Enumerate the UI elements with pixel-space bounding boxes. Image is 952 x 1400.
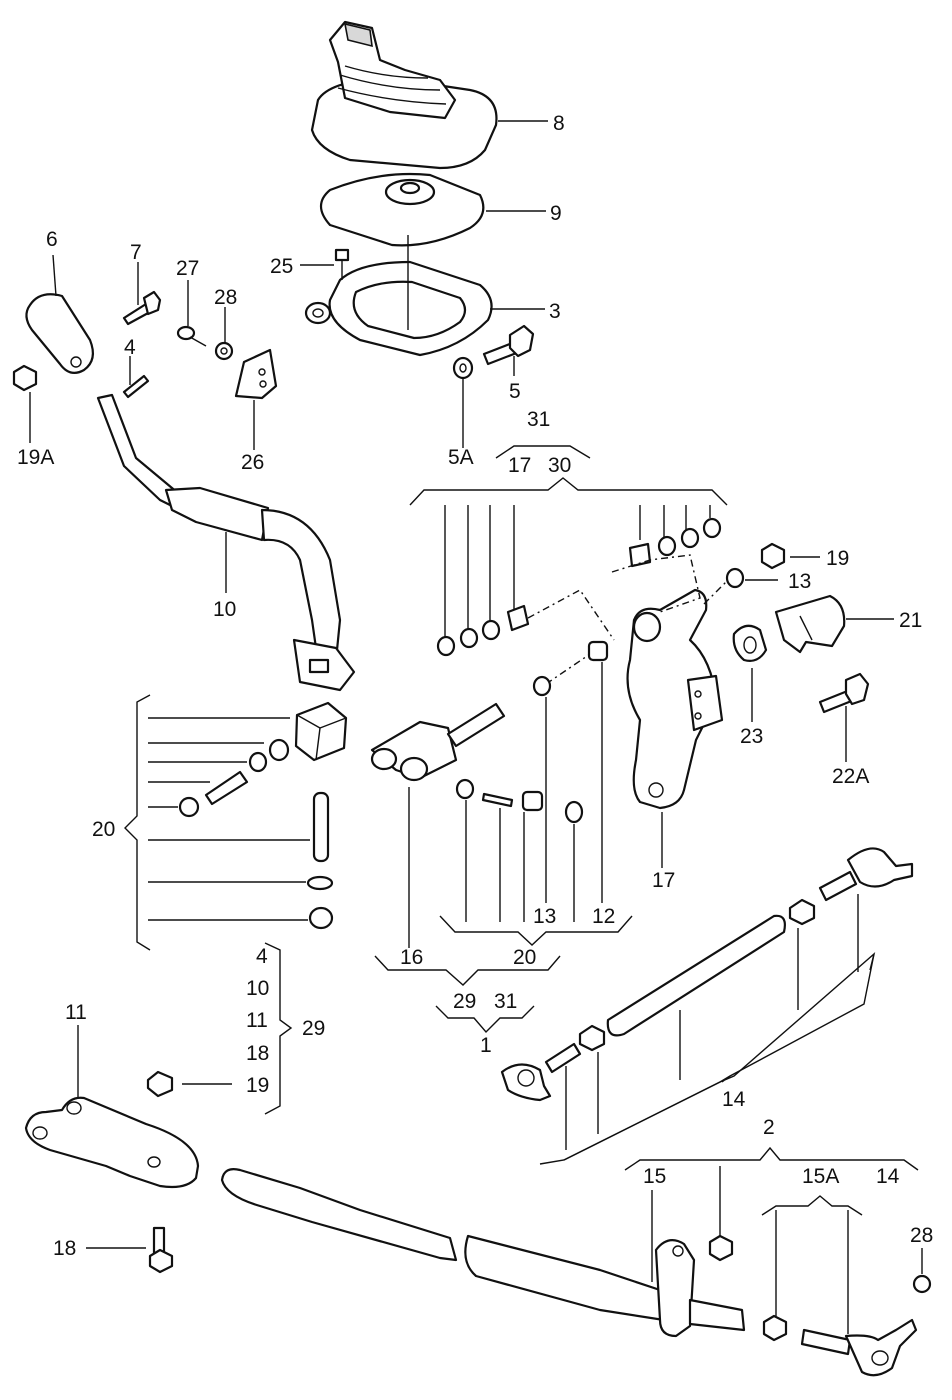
label-19c: 19: [246, 1074, 269, 1097]
shift-housing-part: [304, 235, 545, 357]
label-22a: 22A: [832, 765, 869, 788]
label-25: 25: [270, 255, 293, 278]
label-4a: 4: [124, 336, 136, 359]
nut-19b-part: [760, 542, 820, 570]
block-26-part: [234, 348, 278, 450]
label-10a: 10: [213, 598, 236, 621]
linkage-rod-14-part: [500, 847, 914, 1165]
label-19a: 19A: [17, 446, 54, 469]
bushing-kit-20b-part: [374, 662, 633, 1034]
nut-19a-part: [12, 364, 38, 443]
screw-27-part: [176, 280, 207, 347]
shift-boot-part: [310, 20, 548, 170]
bell-crank-11-part: [24, 1025, 200, 1189]
washer-stack-part: [409, 445, 731, 697]
bolt-25-part: [300, 248, 350, 280]
shift-bracket-17-part: [626, 588, 724, 868]
label-4b: 4: [256, 945, 268, 968]
bolt-18-part: [86, 1226, 174, 1274]
label-11b: 11: [65, 1001, 87, 1024]
label-21: 21: [899, 609, 922, 632]
group-29-part: [146, 942, 293, 1115]
label-30: 30: [548, 454, 571, 477]
label-5: 5: [509, 380, 521, 403]
label-28b: 28: [910, 1224, 933, 1247]
gasket-plate-part: [319, 172, 546, 247]
label-18a: 18: [246, 1042, 269, 1065]
pin-4-part: [122, 356, 150, 399]
label-28a: 28: [214, 286, 237, 309]
label-18b: 18: [53, 1237, 76, 1260]
washer-5a-part: [452, 356, 474, 448]
label-2: 2: [763, 1116, 775, 1139]
label-11a: 11: [246, 1009, 268, 1032]
clip-23-part: [732, 624, 768, 722]
label-9: 9: [550, 202, 562, 225]
label-13b: 13: [533, 905, 556, 928]
label-15a: 15A: [802, 1165, 839, 1188]
shift-lever-part: [96, 393, 356, 692]
label-17b: 17: [652, 869, 675, 892]
screw-7-part: [122, 262, 162, 326]
label-12: 12: [592, 905, 615, 928]
label-26: 26: [241, 451, 264, 474]
label-31a: 31: [527, 408, 550, 431]
label-20b: 20: [513, 946, 536, 969]
label-13a: 13: [788, 570, 811, 593]
bolt-5-part: [482, 324, 535, 376]
group-2-part: [624, 1146, 932, 1377]
label-14a: 14: [722, 1088, 746, 1111]
label-31b: 31: [494, 990, 517, 1013]
label-23: 23: [740, 725, 763, 748]
label-7: 7: [130, 241, 142, 264]
label-5a: 5A: [448, 446, 474, 469]
label-19b: 19: [826, 547, 849, 570]
label-20a: 20: [92, 818, 115, 841]
label-14b: 14: [876, 1165, 900, 1188]
shift-knob-part: [25, 254, 95, 375]
label-29b: 29: [302, 1017, 325, 1040]
label-10b: 10: [246, 977, 269, 1000]
bolt-22a-part: [818, 672, 870, 762]
cover-21-part: [774, 594, 894, 654]
label-17a: 17: [508, 454, 531, 477]
washer-13a-part: [725, 567, 778, 589]
clevis-rod-16-part: [370, 702, 506, 948]
label-1: 1: [480, 1034, 492, 1057]
washer-28a-part: [214, 307, 234, 361]
bushing-kit-20-part: [124, 694, 348, 951]
shift-rod-15-part: [220, 1168, 746, 1338]
label-16: 16: [400, 946, 423, 969]
label-8: 8: [553, 112, 565, 135]
label-15: 15: [643, 1165, 666, 1188]
label-6: 6: [46, 228, 58, 251]
label-27: 27: [176, 257, 199, 280]
label-29a: 29: [453, 990, 476, 1013]
label-3: 3: [549, 300, 561, 323]
